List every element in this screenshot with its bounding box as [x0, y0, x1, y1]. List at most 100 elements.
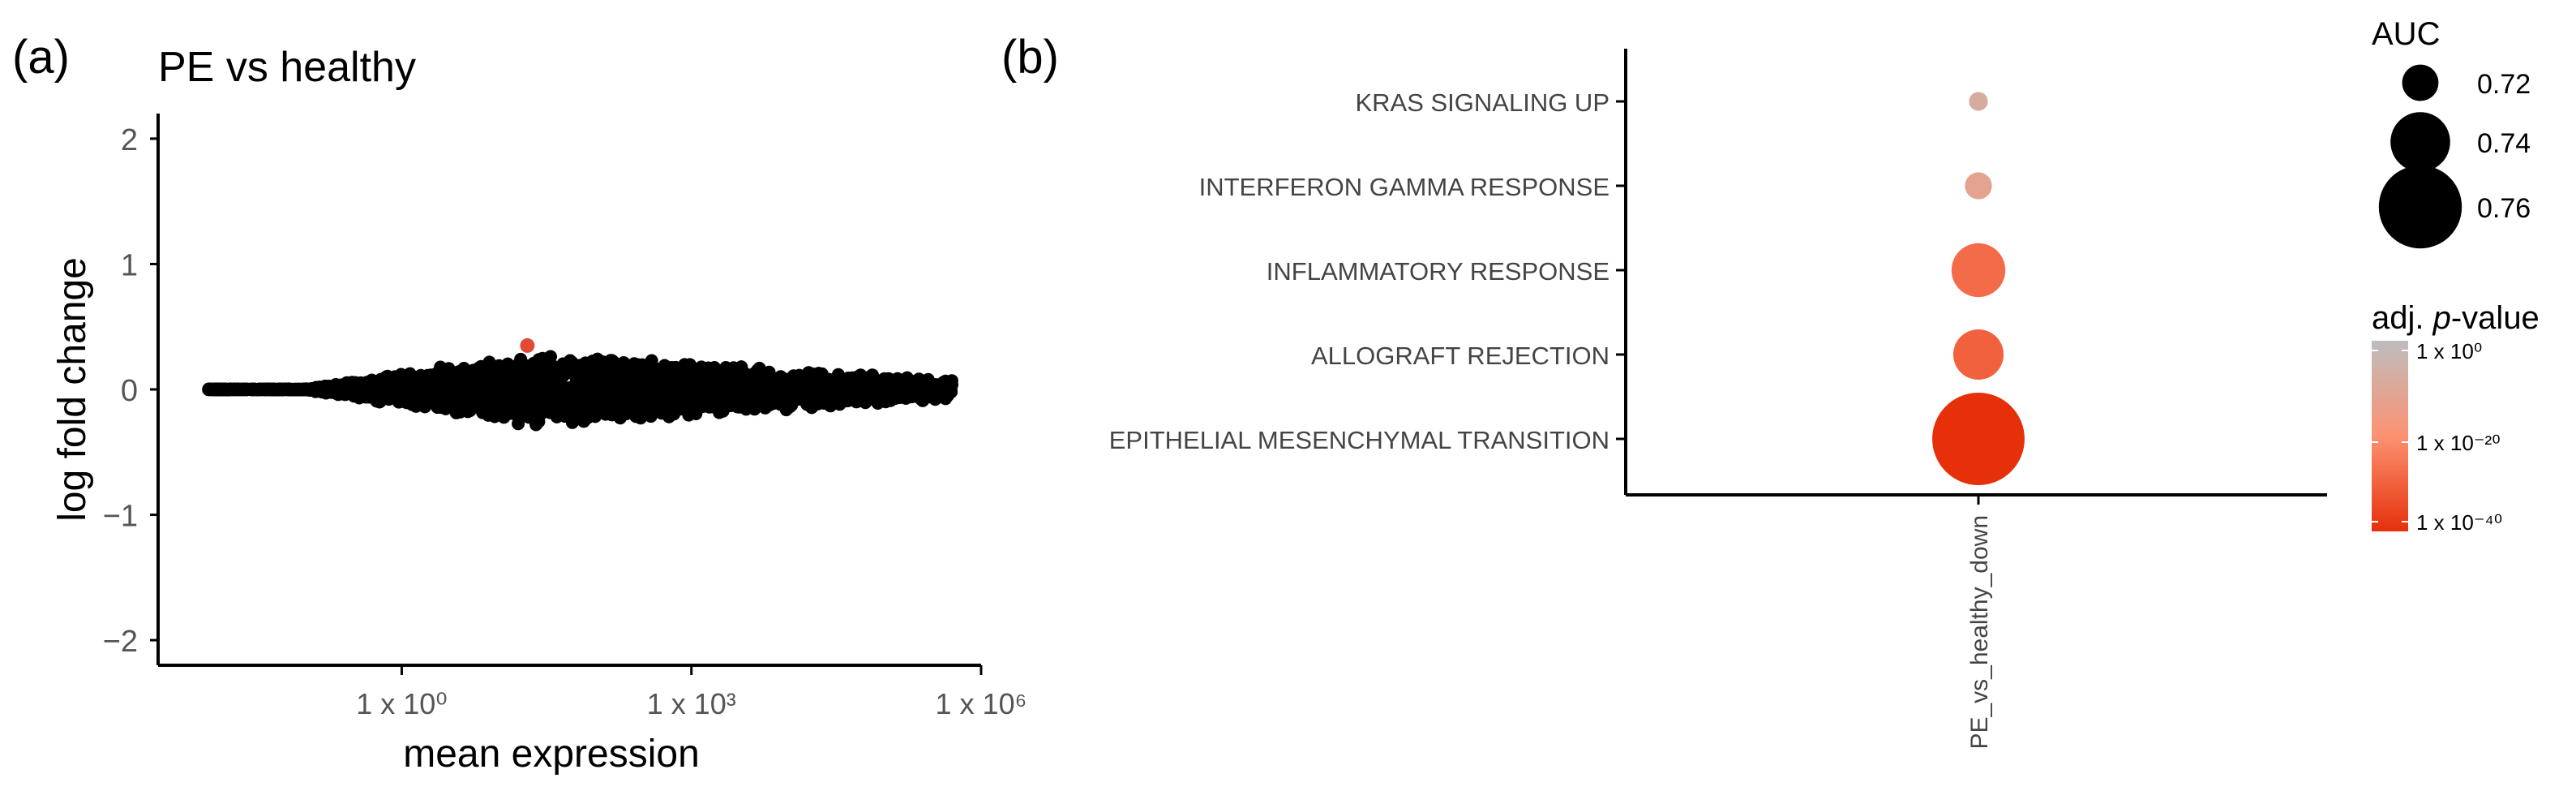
data-point — [617, 402, 631, 415]
data-point — [577, 415, 591, 428]
data-point — [573, 383, 587, 396]
data-point — [314, 382, 328, 396]
enrichment-dot — [1965, 172, 1992, 200]
data-point — [500, 403, 514, 417]
auc-legend-swatch — [2390, 112, 2450, 172]
padj-legend-title: adj. p-value — [2372, 300, 2540, 336]
data-point — [717, 400, 731, 414]
data-point — [645, 393, 658, 406]
data-point — [452, 365, 465, 379]
a-y-axis-label: log fold change — [51, 257, 94, 522]
data-point — [595, 402, 608, 416]
data-point — [633, 382, 647, 396]
data-point — [739, 379, 753, 393]
data-point — [841, 394, 855, 407]
y-tick-label: 2 — [121, 123, 138, 157]
data-point — [831, 376, 844, 389]
data-point — [871, 397, 885, 410]
data-point — [624, 374, 637, 388]
data-point — [747, 389, 761, 403]
data-point — [917, 384, 931, 398]
data-point — [522, 411, 536, 424]
data-point — [519, 393, 532, 406]
data-point — [682, 408, 696, 422]
data-point — [631, 358, 645, 372]
data-point — [534, 402, 548, 415]
x-tick-label: 1 x 10⁶ — [936, 687, 1027, 720]
data-point — [466, 372, 480, 385]
y-tick-label: 0 — [121, 374, 138, 408]
outlier-point — [855, 388, 871, 403]
y-tick-label: −2 — [103, 625, 138, 659]
data-point — [817, 395, 830, 409]
data-point — [667, 363, 680, 376]
data-point — [470, 400, 484, 414]
data-point — [525, 362, 538, 376]
b-category-label: KRAS SIGNALING UP — [1355, 88, 1609, 117]
data-point — [634, 411, 648, 425]
b-dots — [1932, 92, 2025, 485]
data-point — [584, 368, 598, 382]
data-point — [372, 380, 386, 394]
data-point — [514, 352, 528, 366]
data-point — [765, 393, 778, 406]
a-x-axis-label: mean expression — [403, 733, 700, 776]
outlier-point — [751, 376, 766, 391]
data-point — [882, 372, 896, 385]
data-point — [266, 382, 280, 396]
padj-legend-title-suffix: -value — [2451, 300, 2540, 336]
data-point — [589, 380, 603, 393]
data-point — [452, 389, 466, 402]
data-point — [492, 359, 506, 372]
auc-legend-swatch — [2402, 64, 2439, 101]
panel-a-label: (a) — [12, 31, 70, 84]
data-point — [559, 363, 572, 376]
data-point — [935, 389, 949, 403]
data-point — [812, 370, 826, 384]
data-point — [436, 373, 450, 387]
enrichment-dot — [1969, 92, 1988, 111]
padj-colorbar — [2372, 341, 2408, 531]
b-category-label: EPITHELIAL MESENCHYMAL TRANSITION — [1109, 426, 1609, 454]
data-point — [517, 382, 531, 396]
b-category-label: INFLAMMATORY RESPONSE — [1267, 257, 1609, 286]
b-x-category-labels: PE_vs_healthy_down — [1966, 495, 1993, 750]
data-point — [616, 357, 630, 371]
auc-legend-label: 0.76 — [2477, 193, 2531, 224]
chart-a-title: PE vs healthy — [158, 44, 416, 91]
a-outlier-points — [751, 376, 945, 403]
data-point — [847, 378, 860, 392]
auc-legend-title: AUC — [2372, 16, 2440, 52]
data-point — [255, 382, 269, 396]
data-point — [597, 365, 611, 379]
auc-legend-label: 0.74 — [2477, 128, 2531, 159]
outlier-point — [809, 382, 825, 397]
a-point-cloud — [202, 350, 958, 432]
data-point — [482, 367, 496, 380]
data-point — [415, 386, 429, 399]
auc-legend-swatch — [2378, 165, 2462, 249]
enrichment-dot — [1952, 329, 2004, 380]
data-point — [482, 408, 495, 422]
data-point — [390, 393, 403, 406]
data-point — [644, 410, 658, 423]
padj-legend-label: 1 x 10⁻⁴⁰ — [2416, 510, 2502, 535]
data-point — [335, 385, 349, 399]
padj-legend-title-italic: p — [2432, 300, 2451, 336]
data-point — [498, 380, 511, 394]
auc-legend-label: 0.72 — [2477, 69, 2531, 100]
data-point — [689, 369, 703, 383]
data-point — [781, 388, 795, 402]
b-x-category-label: PE_vs_healthy_down — [1966, 515, 1993, 750]
outlier-point — [929, 378, 945, 393]
data-point — [407, 376, 421, 389]
data-point — [561, 400, 575, 413]
data-point — [229, 383, 243, 397]
data-point — [683, 358, 697, 372]
data-point — [722, 386, 735, 400]
